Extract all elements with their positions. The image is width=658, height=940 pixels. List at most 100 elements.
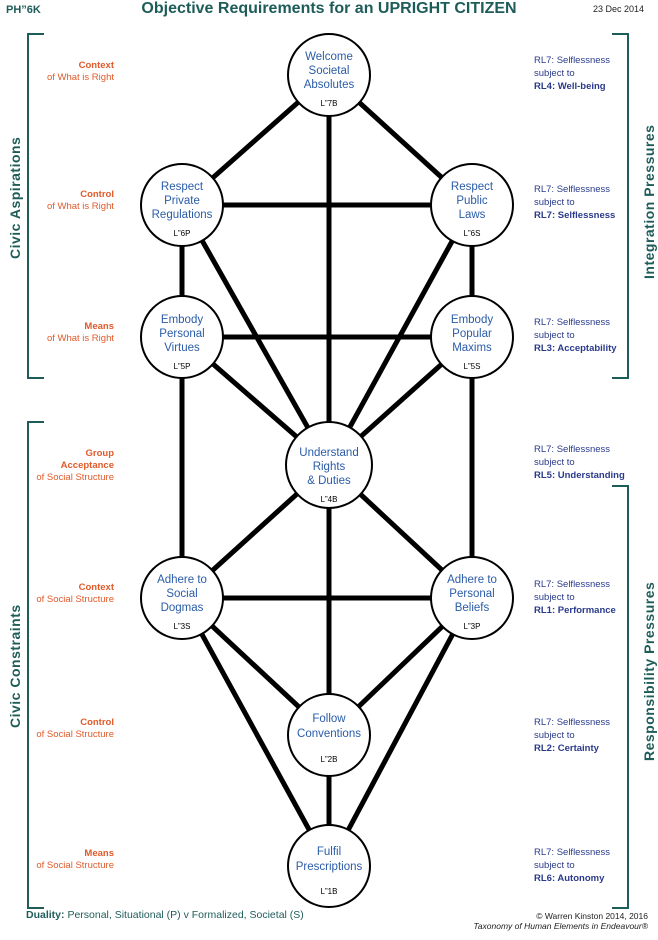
left-label-control-social: Control of Social Structure — [6, 717, 114, 741]
node-l3p-line2: Personal — [449, 588, 494, 600]
right-label-2-line2: subject to — [534, 197, 575, 208]
node-l4b-line2: Rights — [313, 461, 346, 473]
node-l6p-line2: Private — [164, 195, 200, 207]
right-label-3-line1: RL7: Selflessness — [534, 317, 611, 328]
right-label-6-line1: RL7: Selflessness — [534, 717, 611, 728]
right-label-4-line3: RL5: Understanding — [534, 470, 625, 481]
node-l3s-line1: Adhere to — [157, 574, 207, 586]
node-l6p: Respect Private Regulations L”6P — [140, 163, 224, 247]
node-l1b-line1: Fulfil — [317, 846, 341, 858]
node-l5s-line2: Popular — [452, 328, 492, 340]
civic-constraints-label: Civic Constraints — [7, 604, 23, 728]
left-brackets — [27, 33, 44, 909]
node-l4b-line1: Understand — [299, 447, 358, 459]
node-l5p-line3: Virtues — [164, 342, 200, 354]
right-label-7: RL7: Selflessness subject to RL6: Autono… — [534, 846, 654, 885]
node-l4b-line3: & Duties — [307, 475, 351, 487]
document-code: PH”6K — [6, 4, 41, 16]
node-l3s-code: L”3S — [174, 622, 191, 631]
node-l6p-line3: Regulations — [152, 209, 213, 221]
copyright-block: © Warren Kinston 2014, 2016 Taxonomy of … — [473, 911, 648, 931]
right-label-7-line1: RL7: Selflessness — [534, 847, 611, 858]
node-l3s-line2: Social — [166, 588, 197, 600]
node-l4b: Understand Rights & Duties L”4B — [285, 421, 373, 509]
left-label-2-sub: of What is Right — [46, 201, 114, 212]
duality-label: Duality: — [26, 909, 65, 921]
left-label-group-acceptance: Group Acceptance of Social Structure — [6, 448, 114, 484]
node-l6s: Respect Public Laws L”6S — [430, 163, 514, 247]
left-label-context-right: Context of What is Right — [6, 60, 114, 84]
left-label-control-right: Control of What is Right — [6, 189, 114, 213]
node-l5s-line1: Embody — [451, 314, 493, 326]
node-l5p: Embody Personal Virtues L”5P — [140, 295, 224, 379]
left-label-4-head: Group — [85, 448, 115, 459]
left-label-6-sub: of Social Structure — [36, 729, 114, 740]
node-l5p-line2: Personal — [159, 328, 204, 340]
responsibility-bracket — [612, 485, 629, 909]
taxonomy-text: Taxonomy of Human Elements in Endeavour® — [473, 921, 648, 931]
right-brackets — [612, 33, 629, 909]
copyright-text: © Warren Kinston 2014, 2016 — [536, 911, 648, 921]
node-l1b: Fulfil Prescriptions L”1B — [287, 824, 371, 908]
node-l2b-code: L”2B — [321, 755, 338, 764]
node-l3p: Adhere to Personal Beliefs L”3P — [430, 556, 514, 640]
node-l7b-code: L”7B — [321, 99, 338, 108]
node-l6p-line1: Respect — [161, 181, 204, 193]
node-l3p-code: L”3P — [464, 622, 481, 631]
left-label-5-head: Context — [78, 582, 114, 593]
left-label-1-head: Context — [78, 60, 114, 71]
left-label-6-head: Control — [80, 717, 114, 728]
left-label-5-sub: of Social Structure — [36, 594, 114, 605]
node-l4b-code: L”4B — [321, 495, 338, 504]
node-l5p-line1: Embody — [161, 314, 203, 326]
right-label-3: RL7: Selflessness subject to RL3: Accept… — [534, 316, 654, 355]
left-label-3-sub: of What is Right — [46, 333, 114, 344]
right-label-7-line3: RL6: Autonomy — [534, 873, 605, 884]
node-l5s-code: L”5S — [464, 362, 481, 371]
right-label-5-line3: RL1: Performance — [534, 605, 616, 616]
left-label-context-social: Context of Social Structure — [6, 582, 114, 606]
right-label-5: RL7: Selflessness subject to RL1: Perfor… — [534, 578, 654, 617]
node-l7b-line3: Absolutes — [304, 79, 355, 91]
node-l5s-line3: Maxims — [452, 342, 492, 354]
node-l3s: Adhere to Social Dogmas L”3S — [140, 556, 224, 640]
edge-3s-1b — [179, 595, 332, 869]
duality-note: Duality: Personal, Situational (P) v For… — [26, 909, 304, 921]
date-label: 23 Dec 2014 — [592, 4, 644, 14]
right-label-4-line2: subject to — [534, 457, 575, 468]
right-label-3-line2: subject to — [534, 330, 575, 341]
left-label-1-sub: of What is Right — [46, 72, 114, 83]
node-l3p-line1: Adhere to — [447, 574, 497, 586]
right-label-3-line3: RL3: Acceptability — [534, 343, 617, 354]
right-label-2-line1: RL7: Selflessness — [534, 184, 611, 195]
left-label-3-head: Means — [84, 321, 114, 332]
node-l7b: Welcome Societal Absolutes L”7B — [287, 33, 371, 117]
aspirations-bracket — [27, 33, 44, 379]
right-label-1-line1: RL7: Selflessness — [534, 55, 611, 66]
right-label-5-line2: subject to — [534, 592, 575, 603]
node-l2b: Follow Conventions L”2B — [287, 693, 371, 777]
right-label-4: RL7: Selflessness subject to RL5: Unders… — [534, 443, 654, 482]
node-l1b-line2: Prescriptions — [296, 861, 363, 873]
page-title: Objective Requirements for an UPRIGHT CI… — [141, 0, 517, 17]
node-l6s-code: L”6S — [464, 229, 481, 238]
node-l2b-line1: Follow — [312, 713, 346, 725]
node-l6p-code: L”6P — [174, 229, 191, 238]
node-l5s: Embody Popular Maxims L”5S — [430, 295, 514, 379]
constraints-bracket — [27, 421, 44, 909]
node-l7b-line1: Welcome — [305, 51, 353, 63]
right-label-6: RL7: Selflessness subject to RL2: Certai… — [534, 716, 654, 755]
node-l5p-code: L”5P — [174, 362, 191, 371]
right-label-2: RL7: Selflessness subject to RL7: Selfle… — [534, 183, 654, 222]
left-label-4-head2: Acceptance — [60, 460, 114, 471]
left-label-7-sub: of Social Structure — [36, 860, 114, 871]
right-label-6-line2: subject to — [534, 730, 575, 741]
integration-bracket — [612, 33, 629, 379]
right-label-1: RL7: Selflessness subject to RL4: Well-b… — [534, 54, 654, 93]
node-l7b-line2: Societal — [309, 65, 350, 77]
edge-3p-1b — [326, 595, 475, 869]
right-label-7-line2: subject to — [534, 860, 575, 871]
node-l6s-line1: Respect — [451, 181, 494, 193]
duality-text: Personal, Situational (P) v Formalized, … — [67, 909, 304, 921]
